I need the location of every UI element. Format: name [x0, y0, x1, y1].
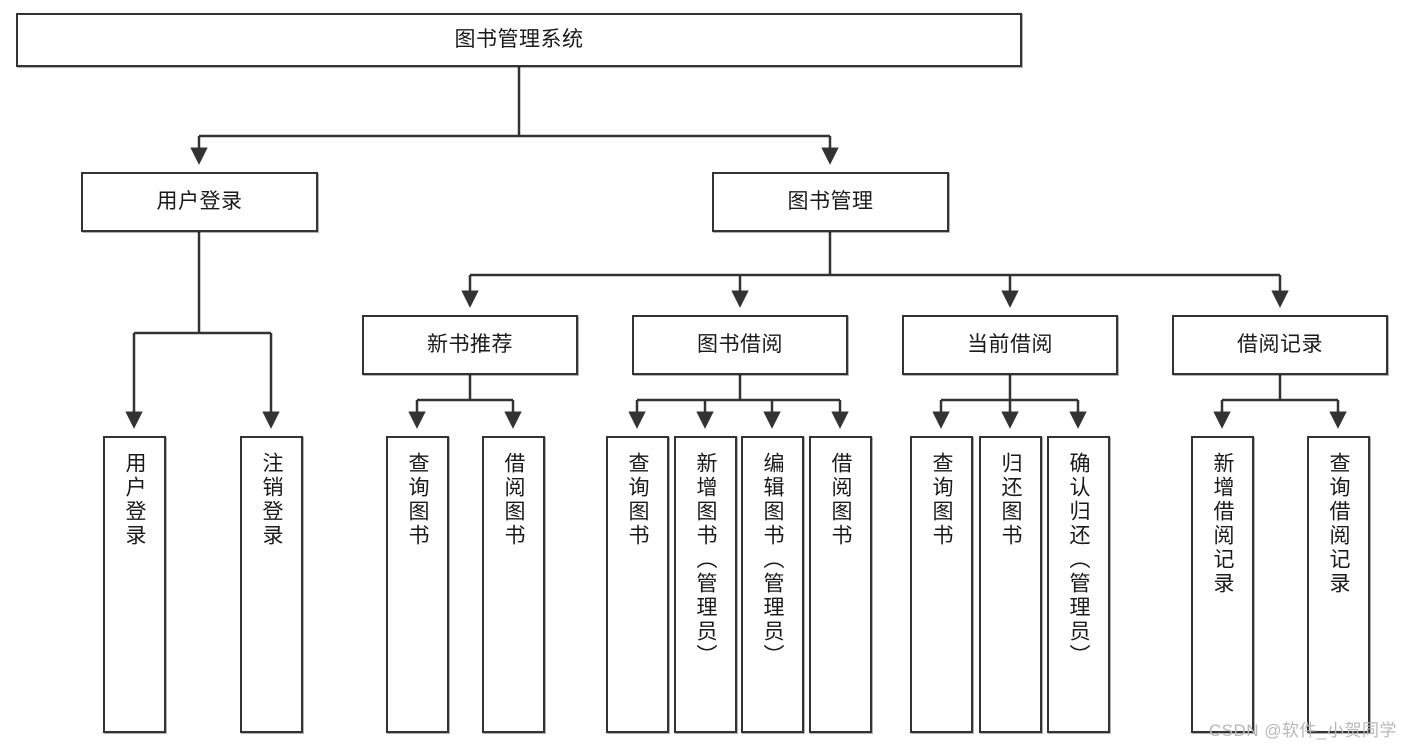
node-label: 用户登录 — [156, 190, 243, 214]
leaf-query-borrow-record[interactable]: 查询借阅记录 — [1307, 436, 1370, 733]
leaf-query-book-current[interactable]: 查询图书 — [910, 436, 973, 733]
node-label: 查询图书 — [406, 452, 429, 548]
node-book-management[interactable]: 图书管理 — [712, 172, 949, 232]
node-label: 图书管理 — [787, 190, 874, 214]
leaf-borrow-book-borrow[interactable]: 借阅图书 — [809, 436, 872, 733]
leaf-query-book-newbooks[interactable]: 查询图书 — [386, 436, 449, 733]
node-label: 借阅记录 — [1237, 333, 1323, 357]
node-label: 编辑图书（管理员） — [761, 452, 784, 668]
leaf-add-borrow-record[interactable]: 新增借阅记录 — [1191, 436, 1254, 733]
node-borrowing-records[interactable]: 借阅记录 — [1172, 315, 1388, 375]
node-label: 查询图书 — [626, 452, 649, 548]
node-label: 新书推荐 — [427, 333, 513, 357]
node-label: 归还图书 — [999, 452, 1022, 548]
leaf-add-book-admin[interactable]: 新增图书（管理员） — [674, 436, 737, 733]
node-label: 注销登录 — [260, 452, 283, 548]
leaf-query-book-borrow[interactable]: 查询图书 — [606, 436, 669, 733]
node-label: 确认归还（管理员） — [1067, 452, 1090, 668]
csdn-watermark: CSDN @软件_小贺同学 — [1208, 721, 1397, 740]
node-label: 图书管理系统 — [454, 28, 584, 52]
node-label: 新增借阅记录 — [1211, 452, 1234, 596]
leaf-logout[interactable]: 注销登录 — [240, 436, 303, 733]
node-label: 查询借阅记录 — [1327, 452, 1350, 596]
node-new-book-recommendation[interactable]: 新书推荐 — [362, 315, 578, 375]
node-label: 新增图书（管理员） — [694, 452, 717, 668]
leaf-borrow-book-newbooks[interactable]: 借阅图书 — [482, 436, 545, 733]
node-label: 查询图书 — [930, 452, 953, 548]
node-label: 借阅图书 — [502, 452, 525, 548]
leaf-user-login[interactable]: 用户登录 — [103, 436, 166, 733]
node-label: 图书借阅 — [697, 333, 783, 357]
node-user-login[interactable]: 用户登录 — [81, 172, 318, 232]
node-label: 当前借阅 — [967, 333, 1053, 357]
node-label: 用户登录 — [123, 452, 146, 548]
node-current-borrowing[interactable]: 当前借阅 — [902, 315, 1118, 375]
leaf-return-book[interactable]: 归还图书 — [979, 436, 1042, 733]
leaf-edit-book-admin[interactable]: 编辑图书（管理员） — [741, 436, 804, 733]
node-book-borrowing[interactable]: 图书借阅 — [632, 315, 848, 375]
node-label: 借阅图书 — [829, 452, 852, 548]
node-root-book-management-system[interactable]: 图书管理系统 — [16, 13, 1022, 67]
leaf-confirm-return-admin[interactable]: 确认归还（管理员） — [1047, 436, 1110, 733]
